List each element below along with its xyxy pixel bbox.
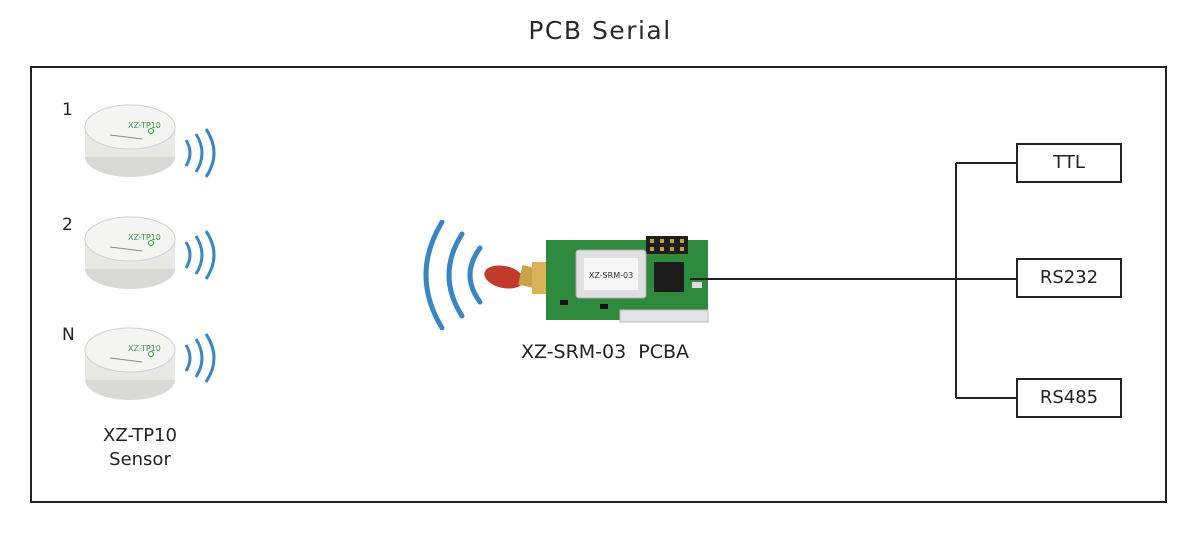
output-box-rs485: RS485 [1016,378,1122,418]
output-box-ttl: TTL [1016,143,1122,183]
output-box-rs232: RS232 [1016,258,1122,298]
